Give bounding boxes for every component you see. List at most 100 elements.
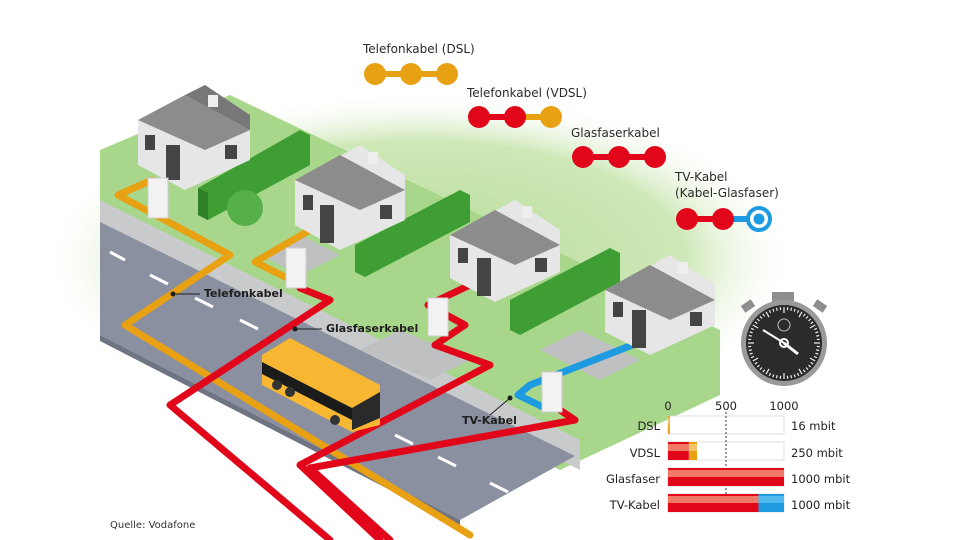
stopwatch-tick bbox=[813, 327, 818, 331]
stopwatch-tick bbox=[815, 352, 819, 355]
legend-label-vdsl: Telefonkabel (VDSL) bbox=[467, 86, 587, 100]
stopwatch-tick bbox=[756, 318, 760, 322]
stopwatch-tick bbox=[813, 355, 818, 359]
stopwatch-tick bbox=[793, 374, 796, 378]
stopwatch-tick bbox=[768, 372, 772, 377]
stopwatch-tick bbox=[752, 324, 759, 329]
cables bbox=[114, 176, 644, 540]
stopwatch-tick bbox=[749, 331, 753, 334]
cable-tv bbox=[514, 338, 644, 412]
stopwatch-tick bbox=[754, 321, 758, 325]
stopwatch-tick bbox=[775, 307, 778, 311]
chart-tick-0: 0 bbox=[664, 399, 672, 413]
house-3 bbox=[450, 200, 560, 302]
stopwatch-tick bbox=[816, 349, 820, 352]
cable-box-2 bbox=[285, 247, 307, 289]
legend-label-dsl: Telefonkabel (DSL) bbox=[363, 42, 475, 56]
chart-value-tv-kabel: 1000 mbit bbox=[791, 498, 851, 512]
legend-dot bbox=[572, 146, 594, 168]
house-4 bbox=[605, 255, 715, 355]
stopwatch-tick bbox=[765, 311, 770, 318]
stopwatch-tick bbox=[815, 331, 819, 334]
source-credit: Quelle: Vodafone bbox=[110, 520, 196, 531]
chart-label-dsl: DSL bbox=[637, 419, 660, 433]
stopwatch-tick bbox=[775, 375, 778, 379]
chart-tick-500: 500 bbox=[715, 399, 737, 413]
stopwatch-tick bbox=[762, 369, 766, 373]
stopwatch-tick bbox=[759, 315, 763, 319]
chart-label-glasfaser: Glasfaser bbox=[605, 472, 660, 486]
stopwatch-tick bbox=[790, 307, 793, 311]
legend-label-tv-sub: (Kabel-Glasfaser) bbox=[675, 186, 779, 200]
cable-box-1 bbox=[147, 177, 169, 219]
chart-label-tv-kabel: TV-Kabel bbox=[609, 498, 660, 512]
hedges bbox=[198, 130, 620, 335]
chart-bar-highlight bbox=[668, 496, 759, 503]
cable-glasfaser-1 bbox=[166, 284, 334, 540]
legend-dot bbox=[608, 146, 630, 168]
chart-bar-highlight bbox=[668, 470, 784, 477]
chart-label-vdsl: VDSL bbox=[629, 446, 660, 460]
cable-telefon-1 bbox=[114, 176, 474, 539]
stopwatch-tick bbox=[750, 327, 755, 331]
stopwatch-tick bbox=[793, 308, 796, 312]
stopwatch-tick bbox=[816, 334, 820, 337]
stopwatch-tick bbox=[809, 324, 816, 329]
legend-label-glasfaser: Glasfaserkabel bbox=[571, 126, 660, 140]
legend-dot bbox=[676, 208, 698, 230]
cable-glasfaser-3 bbox=[306, 406, 579, 540]
stopwatch-tick bbox=[798, 368, 803, 375]
stopwatch-tick bbox=[754, 361, 758, 365]
cable-boxes bbox=[147, 177, 563, 413]
speed-chart bbox=[667, 412, 785, 513]
stopwatch-tick bbox=[772, 308, 775, 312]
chart-tick-1000: 1000 bbox=[769, 399, 799, 413]
lane-markings bbox=[109, 250, 509, 494]
stopwatch-tick bbox=[810, 361, 814, 365]
legend-dot bbox=[468, 106, 490, 128]
stopwatch-tick bbox=[809, 357, 816, 362]
stopwatch-tick bbox=[796, 309, 800, 314]
legend-symbols bbox=[364, 63, 772, 232]
legend-label-tv: TV-Kabel bbox=[675, 170, 728, 184]
chart-bar-highlight bbox=[688, 444, 697, 451]
chart-value-dsl: 16 mbit bbox=[791, 419, 836, 433]
cable-box-4 bbox=[541, 371, 563, 413]
callout-telefonkabel: Telefonkabel bbox=[204, 287, 283, 300]
stopwatch-tick bbox=[756, 364, 760, 368]
callout-lines bbox=[173, 293, 511, 416]
legend-dot bbox=[712, 208, 734, 230]
bus bbox=[262, 338, 380, 432]
legend-dot bbox=[400, 63, 422, 85]
stopwatch-tick bbox=[810, 321, 814, 325]
legend-dot bbox=[540, 106, 562, 128]
stopwatch-tick bbox=[750, 355, 755, 359]
legend-dot bbox=[504, 106, 526, 128]
cable-box-3 bbox=[427, 297, 449, 337]
stopwatch-tick bbox=[748, 334, 752, 337]
stopwatch-tick bbox=[749, 352, 753, 355]
callout-tv-kabel: TV-Kabel bbox=[462, 414, 517, 427]
stopwatch-tick bbox=[762, 313, 766, 317]
road-edge bbox=[100, 335, 460, 526]
stopwatch-icon bbox=[740, 292, 828, 386]
legend-dot bbox=[436, 63, 458, 85]
stopwatch-tick bbox=[752, 357, 759, 362]
legend-dot bbox=[364, 63, 386, 85]
legend-dot bbox=[644, 146, 666, 168]
stopwatch-tick bbox=[772, 374, 775, 378]
stopwatch-tick bbox=[748, 349, 752, 352]
stopwatch-tick bbox=[805, 367, 809, 371]
chart-bar-highlight bbox=[668, 444, 689, 451]
stopwatch-tick bbox=[808, 364, 812, 368]
chart-bar-highlight bbox=[668, 418, 670, 425]
stopwatch-tick bbox=[765, 368, 770, 375]
stopwatch-tick bbox=[798, 311, 803, 318]
house-1 bbox=[138, 85, 250, 190]
cable-telefon-2 bbox=[251, 226, 314, 281]
callout-glasfaserkabel: Glasfaserkabel bbox=[326, 322, 419, 335]
chart-value-glasfaser: 1000 mbit bbox=[791, 472, 851, 486]
stopwatch-tick bbox=[768, 309, 772, 314]
stopwatch-tick bbox=[802, 369, 806, 373]
